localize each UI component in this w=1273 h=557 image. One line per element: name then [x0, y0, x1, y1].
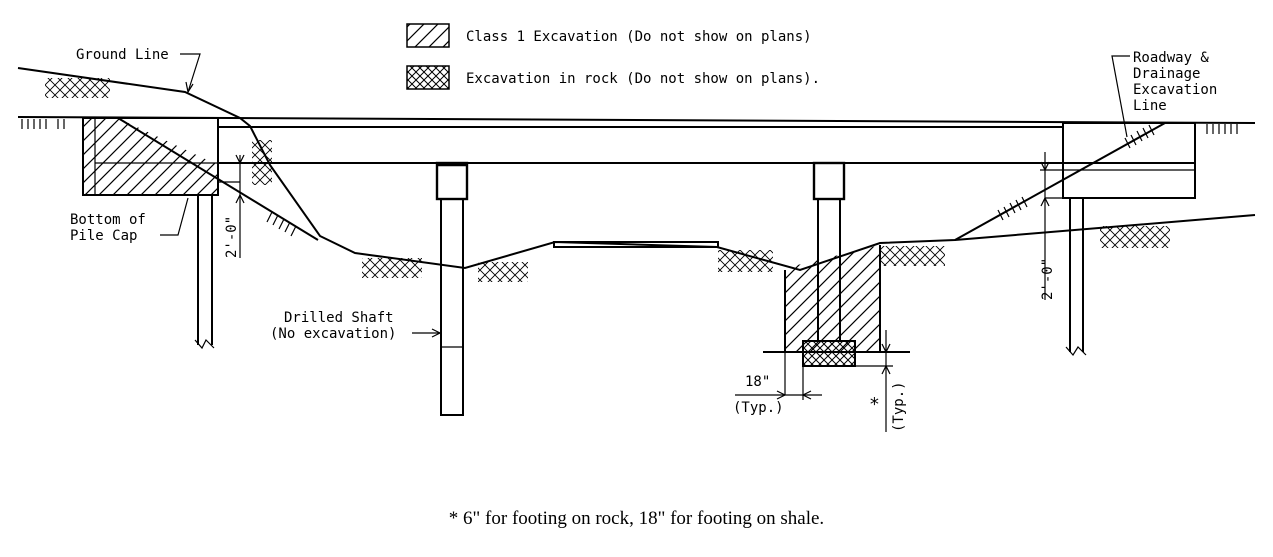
legend: Class 1 Excavation (Do not show on plans… — [406, 23, 820, 90]
pier-cap — [812, 161, 846, 201]
left-excavation-hatch — [83, 118, 218, 195]
typ-label-vertical: (Typ.) — [891, 381, 907, 432]
drilled-shaft-cap — [435, 161, 469, 201]
soil-mark — [880, 246, 945, 266]
pile-break — [1065, 346, 1087, 357]
no-excavation-label: (No excavation) — [270, 326, 396, 342]
leader-arrow — [185, 81, 194, 94]
right-excavation-slope — [954, 122, 1166, 241]
soil-mark — [362, 258, 422, 278]
dim-left-label: 2'-0" — [224, 216, 240, 258]
right-pile-cap — [1062, 122, 1196, 199]
dim-arrow — [1040, 161, 1050, 172]
asterisk-label: * — [869, 394, 880, 415]
left-grade-ticks — [21, 119, 65, 129]
roadway-leader — [1111, 55, 1130, 138]
soil-mark — [1100, 226, 1170, 248]
legend-class1-text: Class 1 Excavation (Do not show on plans… — [466, 29, 812, 45]
dim-arrow — [776, 390, 787, 400]
pile-cap-label: Pile Cap — [70, 228, 137, 244]
pier-excavation-hatch — [785, 245, 880, 352]
soil-mark — [478, 262, 528, 282]
typ-label-horizontal: (Typ.) — [733, 400, 784, 416]
roadway-label-2: Drainage — [1133, 66, 1200, 82]
dim-arrow — [235, 154, 245, 165]
rock-footing — [802, 340, 856, 367]
right-grade-ticks — [1206, 124, 1238, 134]
left-excavation-slope — [117, 117, 319, 241]
roadway-label-1: Roadway & — [1133, 50, 1209, 66]
dim-arrow — [881, 364, 891, 375]
dim-18-label: 18" — [745, 374, 770, 390]
roadway-line — [17, 116, 1256, 124]
footnote: * 6" for footing on rock, 18" for footin… — [448, 508, 825, 529]
channel-bed — [553, 241, 719, 248]
ground-line-leader — [180, 53, 201, 93]
dim-right-label: 2'-0" — [1040, 258, 1056, 300]
pile-break — [194, 338, 215, 350]
dim-arrow — [881, 343, 891, 354]
leader-arrow — [431, 328, 442, 338]
bridge-deck — [217, 126, 1064, 164]
dim-arrow — [801, 390, 812, 400]
right-slope-ticks — [997, 124, 1155, 221]
roadway-label-3: Excavation — [1133, 82, 1217, 98]
left-slope-ticks — [266, 211, 297, 237]
dim-arrow — [235, 193, 245, 204]
class1-swatch — [406, 23, 450, 48]
ground-line-label: Ground Line — [76, 47, 169, 63]
soil-mark — [45, 78, 110, 98]
drilled-shaft-label: Drilled Shaft — [284, 310, 394, 326]
soil-mark — [718, 250, 773, 272]
legend-rock-text: Excavation in rock (Do not show on plans… — [466, 71, 820, 87]
drilled-shaft — [440, 198, 464, 416]
roadway-label-4: Line — [1133, 98, 1167, 114]
rock-swatch — [406, 65, 450, 90]
pile-cap-leader — [160, 197, 189, 236]
bottom-of-label: Bottom of — [70, 212, 146, 228]
